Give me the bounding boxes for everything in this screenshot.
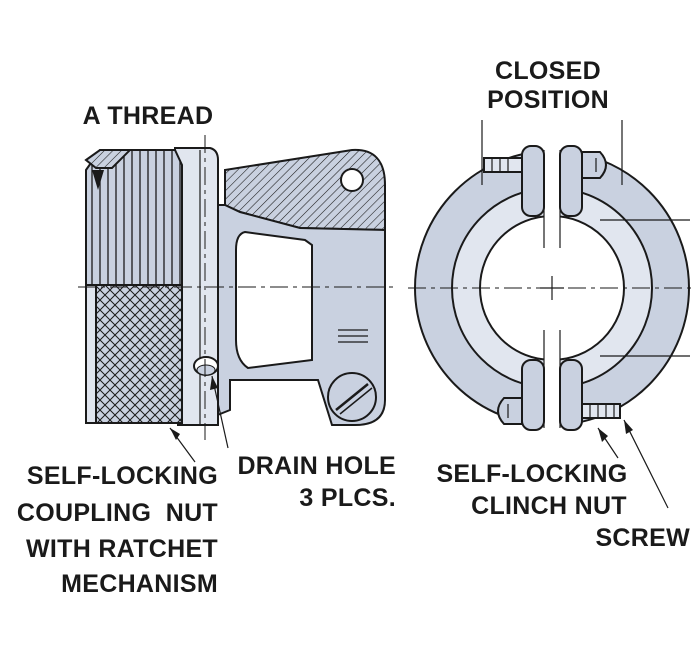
front-view [408,120,695,509]
label-a-thread: A THREAD [83,102,214,130]
adapter-body [173,147,219,426]
thread-pointer [92,170,104,190]
label-position: POSITION [487,86,609,114]
label-coupling-nut: COUPLING NUT [17,499,218,527]
label-mechanism: MECHANISM [61,570,218,598]
side-view [78,135,395,463]
label-3-plcs: 3 PLCS. [299,484,396,512]
clamp-screw-head-icon [327,372,377,422]
bottom-clinch-screw-icon [497,397,621,425]
clamp-window [235,230,313,370]
label-clinch-nut: CLINCH NUT [471,492,627,520]
label-drain-hole: DRAIN HOLE [237,452,396,480]
clamp-arm-hole [340,168,364,192]
label-screw: SCREW [595,524,690,552]
top-clinch-screw-icon [483,151,607,179]
drain-hole-icon [193,356,219,376]
label-closed: CLOSED [495,57,601,85]
coupling-nut-knurled [95,284,183,424]
label-self-locking-right: SELF-LOCKING [436,460,627,488]
label-with-ratchet: WITH RATCHET [26,535,218,563]
label-self-locking-left: SELF-LOCKING [27,462,218,490]
